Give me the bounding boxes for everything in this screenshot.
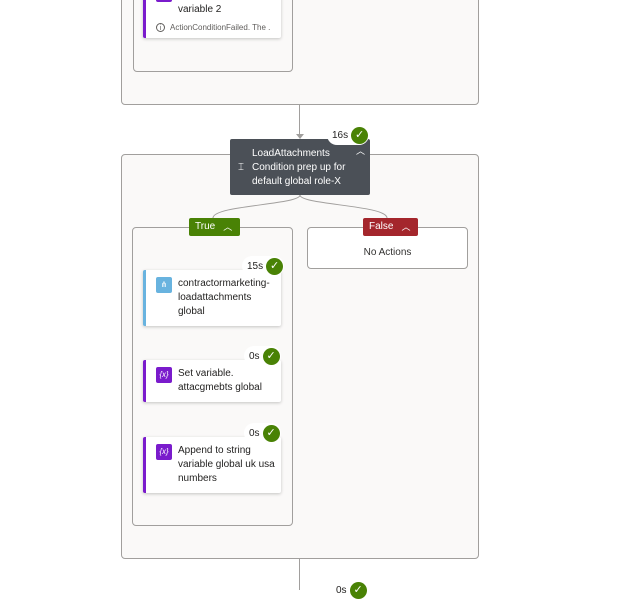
connector-arrow — [296, 134, 304, 139]
action-1-line3: global — [178, 306, 205, 317]
condition-duration: 16s — [332, 129, 349, 141]
condition-duration-badge: 16s ✓ — [327, 125, 370, 145]
condition-icon: ⌶ — [238, 162, 244, 173]
action-card-append-string[interactable]: {x} Append to string variable global uk … — [143, 437, 281, 493]
action-1-duration: 15s — [247, 260, 264, 272]
true-label: True — [195, 221, 216, 232]
bottom-duration: 0s — [336, 584, 347, 596]
action-3-line3: numbers — [178, 473, 217, 484]
action-1-line2: loadattachments — [178, 292, 252, 303]
top-action-card[interactable]: variable 2 i ActionConditionFailed. The … — [143, 0, 281, 38]
chevron-up-icon[interactable]: ︿ — [401, 222, 411, 232]
action-3-duration-badge: 0s ✓ — [244, 423, 281, 443]
action-3-line1: Append to string — [178, 445, 251, 456]
action-2-line2: attacgmebts global — [178, 382, 262, 393]
check-circle-icon: ✓ — [351, 126, 369, 144]
top-action-title: variable 2 — [178, 4, 222, 15]
bottom-duration-badge: 0s ✓ — [331, 580, 368, 600]
variable-icon — [156, 0, 172, 2]
action-3-duration: 0s — [249, 427, 260, 439]
check-circle-icon: ✓ — [262, 347, 280, 365]
action-3-line2: variable global uk usa — [178, 459, 275, 470]
action-1-duration-badge: 15s ✓ — [242, 256, 285, 276]
action-2-duration: 0s — [249, 350, 260, 362]
condition-subtitle-2: default global role-X — [252, 176, 341, 187]
chevron-up-icon[interactable]: ︿ — [223, 222, 233, 232]
action-2-duration-badge: 0s ✓ — [244, 346, 281, 366]
workflow-icon: ⋔ — [156, 277, 172, 293]
action-2-line1: Set variable. — [178, 368, 234, 379]
condition-card[interactable]: LoadAttachments ⌶ Condition prep up for … — [230, 139, 370, 195]
false-empty-text: No Actions — [363, 247, 412, 258]
true-branch-tag[interactable]: True ︿ — [189, 218, 241, 236]
action-card-set-variable[interactable]: {x} Set variable. attacgmebts global — [143, 360, 281, 402]
condition-subtitle-1: Condition prep up for — [252, 162, 346, 173]
action-1-line1: contractormarketing- — [178, 278, 270, 289]
false-label: False — [369, 221, 394, 232]
top-action-error: ActionConditionFailed. The . — [170, 23, 271, 32]
info-icon: i — [156, 23, 165, 32]
false-branch-tag[interactable]: False ︿ — [363, 218, 419, 236]
variable-icon: {x} — [156, 367, 172, 383]
check-circle-icon: ✓ — [262, 424, 280, 442]
connector-line — [299, 105, 300, 135]
collapse-chevron-icon[interactable]: ︿ — [356, 146, 366, 156]
condition-title: LoadAttachments — [252, 148, 330, 159]
check-circle-icon: ✓ — [266, 257, 284, 275]
action-card-workflow[interactable]: ⋔ contractormarketing- loadattachments g… — [143, 270, 281, 326]
variable-icon: {x} — [156, 444, 172, 460]
check-circle-icon: ✓ — [349, 581, 367, 599]
